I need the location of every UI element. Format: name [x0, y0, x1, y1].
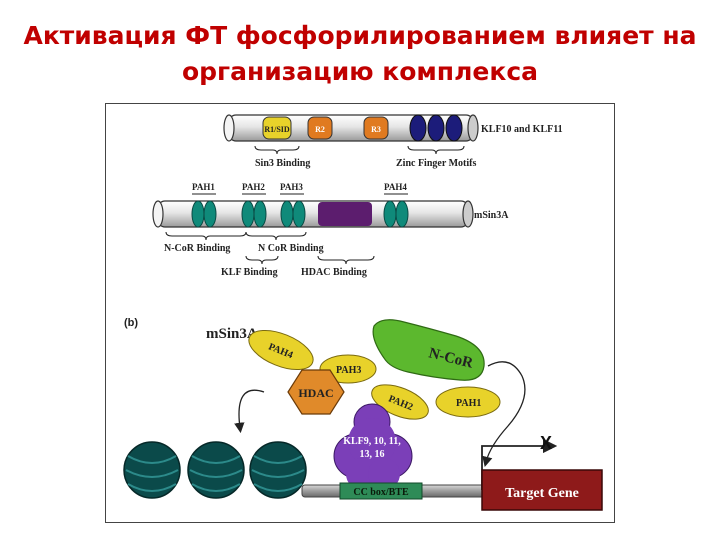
slide-title: Активация ФТ фосфорилированием влияет на… — [20, 18, 700, 90]
zinc-finger-bracket — [407, 145, 465, 155]
zinc-finger-label: Zinc Finger Motifs — [396, 158, 476, 169]
klf-binding-bracket — [245, 255, 279, 265]
pah1-label: PAH1 — [456, 398, 481, 409]
ncor-binding-bracket-1 — [165, 231, 247, 241]
zinc-finger-1 — [409, 114, 427, 142]
title-line-1: Активация ФТ фосфорилированием влияет на — [23, 21, 697, 50]
nucleosome-1-wrap — [125, 455, 179, 492]
target-gene-box — [481, 469, 603, 511]
zinc-finger-3 — [445, 114, 463, 142]
target-gene-label: Target Gene — [505, 486, 579, 501]
pah1-top-label: PAH1 — [192, 182, 215, 192]
arrow-right-curve — [482, 361, 526, 468]
nucleosomes — [123, 441, 307, 499]
nucleosome-2-wrap — [189, 455, 243, 492]
pah2-ellipse — [371, 384, 429, 420]
panel-b-label: (b) — [124, 317, 138, 329]
pah3-helix-a — [280, 200, 294, 228]
sin3-binding-label: Sin3 Binding — [255, 158, 310, 169]
title-line-2: организацию комплекса — [181, 57, 539, 86]
klf-bar-label: KLF10 and KLF11 — [481, 124, 563, 135]
pah2-helix-a — [241, 200, 255, 228]
klf-label-line-2: 13, 16 — [360, 449, 385, 460]
pah4-ellipse — [248, 329, 314, 371]
klf-label-line-1: KLF9, 10, 11, — [343, 436, 401, 447]
pah4-top-label: PAH4 — [384, 182, 407, 192]
nucleosome-1 — [123, 441, 181, 499]
diagram-svg: R1/SID R2 R3 KLF10 and KLF11 Sin3 Bindin… — [123, 114, 603, 511]
ncor-binding-bracket-2 — [245, 231, 307, 241]
hdac-binding-bracket — [317, 255, 375, 265]
pah1-helix-b — [203, 200, 217, 228]
nucleosome-2 — [187, 441, 245, 499]
klf-bar-cap-right — [467, 114, 479, 142]
sid-segment-label: R1/SID — [264, 125, 290, 134]
klf-cluster — [333, 403, 413, 490]
klf-bar-cap-left — [223, 114, 235, 142]
klf-lobe-bottom-left — [346, 458, 378, 490]
ncor-binding-label-1: N-CoR Binding — [164, 243, 230, 254]
nucleosome-3 — [249, 441, 307, 499]
cc-box — [339, 482, 423, 500]
msin3a-bar-cap-right — [462, 200, 474, 228]
pah2-top-label: PAH2 — [242, 182, 265, 192]
r2-segment — [307, 116, 333, 140]
klf-binding-label: KLF Binding — [221, 267, 278, 278]
pah3-top-label: PAH3 — [280, 182, 303, 192]
r3-segment — [363, 116, 389, 140]
ncor-shape — [372, 319, 485, 381]
klf-lobe-bottom-right — [368, 458, 400, 490]
repression-x-mark: X — [540, 433, 552, 453]
sin3-binding-bracket — [254, 145, 300, 155]
msin3a-bar-cap-left — [152, 200, 164, 228]
msin3a-bar-label: mSin3A — [474, 210, 509, 221]
hdac-hexagon — [287, 369, 345, 415]
ncor-binding-label-2: N CoR Binding — [258, 243, 324, 254]
klf-lobe-center — [348, 418, 396, 466]
sid-segment — [262, 116, 292, 140]
klf-protein-bar: R1/SID R2 R3 — [223, 114, 479, 142]
msin3a-complex-label: mSin3A — [206, 326, 258, 342]
pah3-label: PAH3 — [336, 365, 361, 376]
cc-box-label: CC box/BTE — [353, 487, 409, 498]
zinc-finger-2 — [427, 114, 445, 142]
r2-segment-label: R2 — [315, 125, 325, 134]
pah2-helix-b — [253, 200, 267, 228]
pah1-ellipse — [435, 386, 501, 418]
hdac-label: HDAC — [298, 386, 333, 400]
hdac-binding-region — [318, 202, 372, 226]
msin3a-protein-bar — [152, 200, 474, 228]
nucleosome-3-wrap — [251, 455, 305, 492]
pah1-helix-a — [191, 200, 205, 228]
sid-label: SID — [393, 419, 407, 432]
pah3-helix-b — [292, 200, 306, 228]
hdac-binding-label: HDAC Binding — [301, 267, 367, 278]
r3-segment-label: R3 — [371, 125, 381, 134]
pah4-helix-a — [383, 200, 397, 228]
diagram-figure: R1/SID R2 R3 KLF10 and KLF11 Sin3 Bindin… — [105, 103, 615, 523]
arrow-left-curve — [234, 389, 265, 434]
pah4-helix-b — [395, 200, 409, 228]
